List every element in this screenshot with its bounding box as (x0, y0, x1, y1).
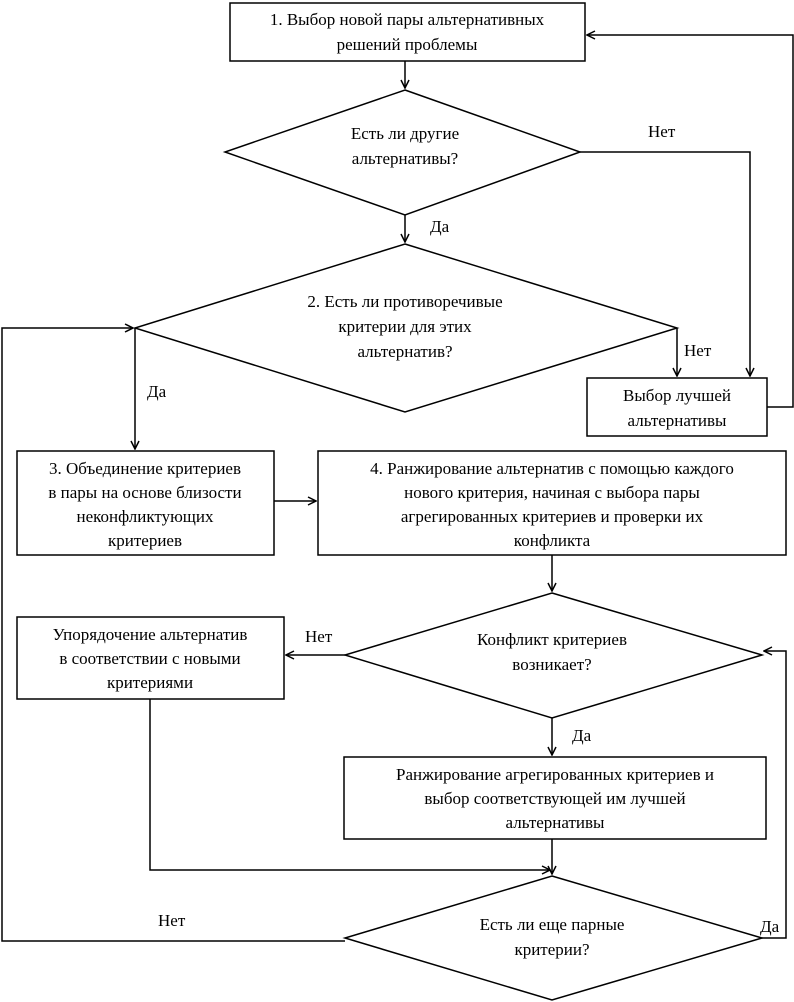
node-order-alternatives-line-3: критериями (107, 673, 193, 692)
node-order-alternatives-line-2: в соответствии с новыми (59, 649, 240, 668)
decision-more-pairs-line-2: критерии? (514, 940, 589, 959)
node-combine-criteria-line-4: критериев (108, 531, 182, 550)
decision-other-alternatives-line-1: Есть ли другие (351, 124, 459, 143)
decision-more-pairs: Есть ли еще парные критерии? (342, 875, 765, 1001)
decision-criteria-conflict-line-2: возникает? (512, 655, 591, 674)
edge-other-no (580, 151, 750, 376)
edge-best-to-select (587, 35, 794, 408)
label-contradictory-no: Нет (684, 341, 712, 360)
decision-other-alternatives: Есть ли другие альтернативы? (222, 89, 583, 216)
node-rank-aggregated-line-3: альтернативы (506, 813, 606, 832)
decision-contradictory-line-2: критерии для этих (338, 317, 472, 336)
node-best-alternative-line-2: альтернативы (628, 411, 728, 430)
label-other-no: Нет (648, 122, 676, 141)
label-conflict-yes: Да (572, 726, 592, 745)
decision-other-alternatives-line-2: альтернативы? (352, 149, 458, 168)
decision-criteria-conflict-line-1: Конфликт критериев (477, 630, 627, 649)
edge-pairs-yes (762, 651, 787, 939)
label-conflict-no: Нет (305, 627, 333, 646)
edge-order-to-pairs (149, 699, 550, 870)
decision-contradictory-line-1: 2. Есть ли противоречивые (307, 292, 502, 311)
node-combine-criteria-line-2: в пары на основе близости (48, 483, 241, 502)
node-select-pair: 1. Выбор новой пары альтернативных решен… (229, 2, 586, 62)
node-rank-alternatives-line-4: конфликта (514, 531, 591, 550)
node-best-alternative-line-1: Выбор лучшей (623, 386, 731, 405)
node-rank-alternatives-line-3: агрегированных критериев и проверки их (401, 507, 704, 526)
node-rank-alternatives-line-2: нового критерия, начиная с выбора пары (404, 483, 700, 502)
label-pairs-no: Нет (158, 911, 186, 930)
node-rank-aggregated: Ранжирование агрегированных критериев и … (343, 756, 767, 840)
node-order-alternatives: Упорядочение альтернатив в соответствии … (16, 616, 285, 700)
node-rank-alternatives-line-1: 4. Ранжирование альтернатив с помощью ка… (370, 459, 734, 478)
decision-contradictory-criteria: 2. Есть ли противоречивые критерии для э… (132, 243, 680, 413)
node-select-pair-line-1: 1. Выбор новой пары альтернативных (270, 10, 545, 29)
label-other-yes: Да (430, 217, 450, 236)
decision-contradictory-line-3: альтернатив? (357, 342, 452, 361)
node-select-pair-line-2: решений проблемы (337, 35, 478, 54)
node-combine-criteria-line-1: 3. Объединение критериев (49, 459, 241, 478)
decision-criteria-conflict: Конфликт критериев возникает? (342, 592, 765, 719)
node-rank-aggregated-line-1: Ранжирование агрегированных критериев и (396, 765, 714, 784)
node-rank-alternatives: 4. Ранжирование альтернатив с помощью ка… (317, 450, 787, 556)
node-combine-criteria-line-3: неконфликтующих (77, 507, 214, 526)
decision-more-pairs-line-1: Есть ли еще парные (480, 915, 625, 934)
node-rank-aggregated-line-2: выбор соответствующей им лучшей (424, 789, 685, 808)
node-best-alternative: Выбор лучшей альтернативы (586, 377, 768, 437)
edge-pairs-no (1, 328, 345, 942)
label-contradictory-yes: Да (147, 382, 167, 401)
node-order-alternatives-line-1: Упорядочение альтернатив (53, 625, 248, 644)
label-pairs-yes: Да (760, 917, 780, 936)
node-combine-criteria: 3. Объединение критериев в пары на основ… (16, 450, 275, 556)
